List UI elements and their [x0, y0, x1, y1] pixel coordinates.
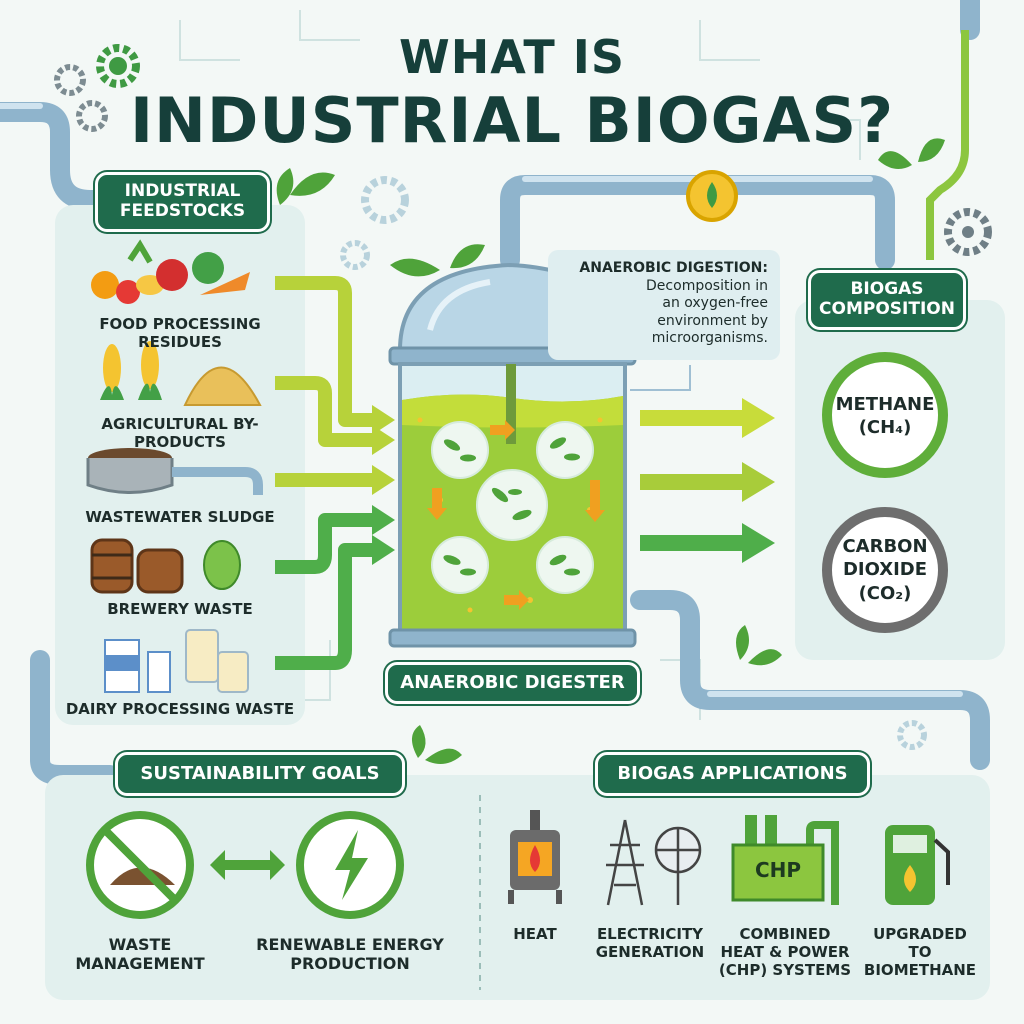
biomethane-label: UPGRADED TO BIOMETHANE [860, 925, 980, 979]
milk-cartons-icon [104, 629, 249, 693]
waste-management-label: WASTE MANAGEMENT [70, 935, 210, 973]
chp-label: COMBINED HEAT & POWER (CHP) SYSTEMS [715, 925, 855, 979]
leaf-icon [276, 168, 335, 205]
sustainability-heading: SUSTAINABILITY GOALS [115, 752, 405, 796]
digester-tank [388, 262, 637, 648]
no-waste-icon [86, 811, 194, 919]
methane-formula: (CH₄) [858, 417, 912, 439]
waste-line2: MANAGEMENT [75, 954, 205, 974]
page-title-line1: WHAT IS [399, 30, 625, 84]
gear-icon [897, 720, 927, 750]
callout-connector [630, 365, 691, 391]
output-arrows [640, 398, 775, 563]
co2-label: CARBON DIOXIDE (CO₂) [830, 535, 940, 605]
stove-icon [508, 810, 562, 904]
digestion-callout: ANAEROBIC DIGESTION: Decomposition in an… [548, 250, 780, 360]
composition-heading: BIOGAS COMPOSITION [808, 270, 966, 330]
energy-line2: PRODUCTION [290, 954, 410, 974]
feedstock-label-brewery: BREWERY WASTE [107, 600, 253, 618]
input-arrows [275, 276, 375, 487]
electricity-line1: ELECTRICITY [596, 925, 704, 943]
produce-icon [91, 239, 250, 304]
sludge-tank-icon [86, 448, 263, 495]
heat-label: HEAT [513, 925, 557, 943]
main-pipes [0, 0, 990, 785]
chp-line3: (CHP) SYSTEMS [718, 961, 852, 979]
waste-line1: WASTE [108, 935, 172, 954]
feedstock-label-agri: AGRICULTURAL BY-PRODUCTS [101, 415, 259, 451]
input-arrows-lower [275, 513, 375, 670]
leaf-icon [411, 725, 462, 764]
feedstock-label-food: FOOD PROCESSING RESIDUES [99, 315, 261, 351]
feedstock-label-sludge: WASTEWATER SLUDGE [85, 508, 275, 526]
page-title-line2: INDUSTRIAL BIOGAS? [129, 84, 895, 157]
gear-icon [96, 44, 140, 88]
callout-line2: an oxygen-free [662, 295, 768, 311]
composition-heading-line2: COMPOSITION [819, 299, 955, 319]
co2-name-1: CARBON [842, 536, 928, 557]
arrow-heads [372, 405, 395, 495]
double-arrow-icon [210, 850, 285, 880]
power-tower-icon [606, 819, 702, 906]
gear-icon [944, 208, 992, 256]
energy-line1: RENEWABLE ENERGY [256, 935, 444, 954]
co2-name-2: DIOXIDE [842, 559, 928, 581]
methane-name: METHANE [835, 394, 935, 415]
feedstocks-heading: INDUSTRIAL FEEDSTOCKS [95, 172, 270, 232]
methane-label: METHANE (CH₄) [830, 393, 940, 440]
applications-heading: BIOGAS APPLICATIONS [595, 752, 870, 796]
composition-heading-line1: BIOGAS [850, 279, 924, 300]
leaf-icon [390, 244, 485, 277]
arrow-heads-lower [372, 505, 395, 565]
feedstock-label-dairy: DAIRY PROCESSING WASTE [65, 700, 295, 718]
electricity-label: ELECTRICITY GENERATION [590, 925, 710, 961]
callout-line3: environment by [657, 312, 768, 329]
gear-icon [54, 64, 108, 132]
gear-drop-icon [686, 170, 738, 222]
co2-ring [822, 507, 948, 633]
electricity-line2: GENERATION [595, 943, 705, 961]
gear-icon [340, 176, 409, 270]
methane-ring [822, 352, 948, 478]
renewable-energy-label: RENEWABLE ENERGY PRODUCTION [255, 935, 445, 973]
biomethane-line2: BIOMETHANE [863, 961, 977, 979]
lightning-icon [296, 811, 404, 919]
fuel-pump-icon [885, 825, 950, 905]
callout-line4: microorganisms. [651, 330, 768, 346]
co2-formula: (CO₂) [858, 582, 912, 604]
digester-label: ANAEROBIC DIGESTER [385, 662, 640, 704]
chp-sign: CHP [754, 858, 802, 882]
chp-plant-icon [731, 815, 839, 905]
corn-hay-icon [100, 341, 262, 406]
callout-title: ANAEROBIC DIGESTION: [579, 260, 768, 276]
feedstocks-panel [55, 205, 305, 725]
leaf-icon [878, 138, 945, 169]
chp-line1: COMBINED [739, 925, 831, 943]
barrels-hops-icon [90, 538, 241, 594]
chp-line2: HEAT & POWER [720, 943, 850, 961]
feedstocks-heading-line1: INDUSTRIAL [124, 181, 241, 202]
green-pipe [926, 30, 969, 260]
feedstocks-heading-line2: FEEDSTOCKS [119, 201, 246, 221]
callout-line1: Decomposition in [646, 277, 768, 294]
biomethane-line1: UPGRADED TO [873, 925, 967, 961]
leaf-icon [736, 625, 782, 666]
